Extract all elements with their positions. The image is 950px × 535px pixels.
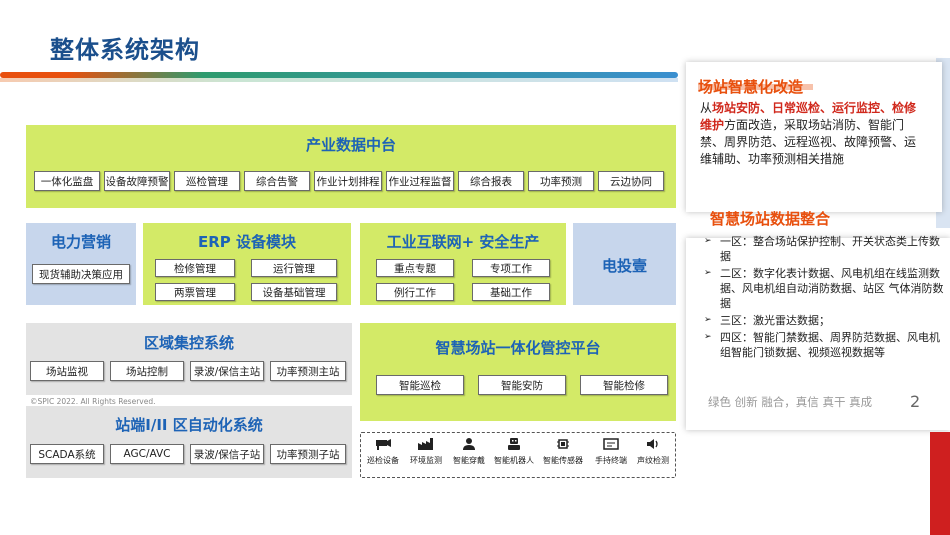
cell-industry-4: 作业计划排程 bbox=[314, 171, 382, 191]
cell-industry-7: 功率预测 bbox=[528, 171, 594, 191]
panel-upper-text: 从场站安防、日常巡检、运行监控、检修维护方面改造，采取场站消防、智能门禁、周界防… bbox=[700, 100, 922, 168]
heading-highlight-bar bbox=[698, 84, 813, 90]
cell-erp-1: 运行管理 bbox=[251, 259, 337, 277]
robot-icon bbox=[508, 438, 520, 450]
device-voiceprint: 声纹检测 bbox=[631, 437, 675, 466]
cell-smart-2: 智能检修 bbox=[580, 375, 668, 395]
power-marketing-box: 电力营销 现货辅助决策应用 bbox=[26, 223, 136, 305]
list-item: 四区：智能门禁数据、周界防范数据、风电机组智能门锁数据、视频巡视数据等 bbox=[704, 330, 944, 360]
list-item: 三区：激光雷达数据； bbox=[704, 313, 944, 328]
camera-icon bbox=[376, 439, 391, 450]
upper-intro: 从 bbox=[700, 101, 713, 115]
speaker-icon bbox=[647, 439, 658, 449]
regional-title: 区域集控系统 bbox=[143, 334, 234, 352]
erp-title: ERP 设备模块 bbox=[197, 233, 296, 251]
industry-data-platform: 产业数据中台 一体化监盘 设备故障预警 巡检管理 综合告警 作业计划排程 作业过… bbox=[26, 125, 676, 208]
cell-industry-6: 综合报表 bbox=[458, 171, 524, 191]
cell-marketing-0: 现货辅助决策应用 bbox=[32, 264, 130, 284]
cell-industry-1: 设备故障预警 bbox=[104, 171, 170, 191]
cell-station-1: AGC/AVC bbox=[110, 444, 184, 464]
data-integration-list: 一区：整合场站保护控制、开关状态类上传数据 二区：数字化表计数据、风电机组在线监… bbox=[704, 234, 944, 362]
device-environment: 环境监测 bbox=[404, 437, 448, 466]
copyright-text: ©SPIC 2022. All Rights Reserved. bbox=[30, 397, 156, 406]
architecture-diagram: 产业数据中台 一体化监盘 设备故障预警 巡检管理 综合告警 作业计划排程 作业过… bbox=[26, 125, 676, 478]
slogan: 绿色 创新 融合，真信 真干 真成 bbox=[708, 395, 873, 409]
station-automation-box: 站端I/II 区自动化系统 SCADA系统 AGC/AVC 录波/保信子站 功率… bbox=[26, 406, 352, 478]
smart-station-platform-box: 智慧场站一体化管控平台 智能巡检 智能安防 智能检修 bbox=[360, 323, 676, 421]
diantouyi-title: 电投壹 bbox=[601, 257, 647, 275]
smart-station-title: 智慧场站一体化管控平台 bbox=[435, 339, 601, 357]
panel-upper-card: 场站智慧化改造 从场站安防、日常巡检、运行监控、检修维护方面改造，采取场站消防、… bbox=[686, 62, 942, 212]
title-underline bbox=[0, 72, 678, 78]
sensor-icon bbox=[557, 439, 569, 449]
cell-industry-2: 巡检管理 bbox=[174, 171, 240, 191]
erp-box: ERP 设备模块 检修管理 运行管理 两票管理 设备基础管理 bbox=[143, 223, 351, 305]
upper-body: 方面改造，采取场站消防、智能门禁、周界防范、远程巡视、故障预警、运维辅助、功率预… bbox=[700, 118, 917, 166]
info-panel: 场站智慧化改造 从场站安防、日常巡检、运行监控、检修维护方面改造，采取场站消防、… bbox=[686, 62, 950, 430]
iiot-box: 工业互联网+ 安全生产 重点专题 专项工作 例行工作 基础工作 bbox=[360, 223, 566, 305]
cell-industry-0: 一体化监盘 bbox=[34, 171, 100, 191]
regional-control-box: 区域集控系统 场站监视 场站控制 录波/保信主站 功率预测主站 bbox=[26, 323, 352, 395]
device-wearable: 智能穿戴 bbox=[447, 437, 491, 466]
cell-regional-3: 功率预测主站 bbox=[270, 361, 346, 381]
panel-lower-title: 智慧场站数据整合 bbox=[710, 210, 831, 228]
cell-regional-1: 场站控制 bbox=[110, 361, 184, 381]
device-camera: 巡检设备 bbox=[361, 437, 405, 466]
device-handheld: 手持终端 bbox=[589, 437, 633, 466]
title-underline-shadow bbox=[0, 78, 678, 82]
cell-erp-0: 检修管理 bbox=[155, 259, 235, 277]
panel-upper-title: 场站智慧化改造 bbox=[698, 78, 804, 96]
cell-regional-2: 录波/保信主站 bbox=[190, 361, 264, 381]
cell-station-2: 录波/保信子站 bbox=[190, 444, 264, 464]
wearable-icon bbox=[463, 438, 475, 450]
cell-iiot-2: 例行工作 bbox=[376, 283, 454, 301]
list-item: 一区：整合场站保护控制、开关状态类上传数据 bbox=[704, 234, 944, 264]
cell-industry-3: 综合告警 bbox=[244, 171, 310, 191]
upper-highlights: 场站安防、日常巡检、运行监控、检修维护 bbox=[700, 101, 917, 132]
diantouyi-box: 电投壹 bbox=[573, 223, 676, 305]
handheld-icon bbox=[603, 438, 619, 450]
cell-erp-2: 两票管理 bbox=[155, 283, 235, 301]
cell-station-3: 功率预测子站 bbox=[270, 444, 346, 464]
device-robot: 智能机器人 bbox=[492, 437, 536, 466]
cell-station-0: SCADA系统 bbox=[30, 444, 104, 464]
cell-regional-0: 场站监视 bbox=[30, 361, 104, 381]
cell-smart-1: 智能安防 bbox=[478, 375, 566, 395]
device-sensor: 智能传感器 bbox=[541, 437, 585, 466]
iiot-title: 工业互联网+ 安全生产 bbox=[386, 233, 540, 251]
corner-decoration bbox=[930, 432, 950, 535]
cell-industry-8: 云边协同 bbox=[598, 171, 664, 191]
cell-industry-5: 作业过程监督 bbox=[386, 171, 454, 191]
list-item: 二区：数字化表计数据、风电机组在线监测数据、风电机组自动消防数据、站区 气体消防… bbox=[704, 266, 944, 311]
page-title: 整体系统架构 bbox=[50, 36, 200, 64]
industry-data-title: 产业数据中台 bbox=[305, 136, 396, 154]
cell-iiot-0: 重点专题 bbox=[376, 259, 454, 277]
cell-iiot-3: 基础工作 bbox=[472, 283, 550, 301]
power-marketing-title: 电力营销 bbox=[50, 233, 111, 251]
page-number: 2 bbox=[910, 392, 921, 411]
factory-icon bbox=[418, 438, 433, 450]
devices-row: 巡检设备 环境监测 智能穿戴 智能机器人 智能传感器 手持终端 声纹检测 bbox=[360, 432, 676, 478]
station-end-title: 站端I/II 区自动化系统 bbox=[115, 416, 263, 434]
cell-smart-0: 智能巡检 bbox=[376, 375, 464, 395]
cell-iiot-1: 专项工作 bbox=[472, 259, 550, 277]
cell-erp-3: 设备基础管理 bbox=[251, 283, 337, 301]
